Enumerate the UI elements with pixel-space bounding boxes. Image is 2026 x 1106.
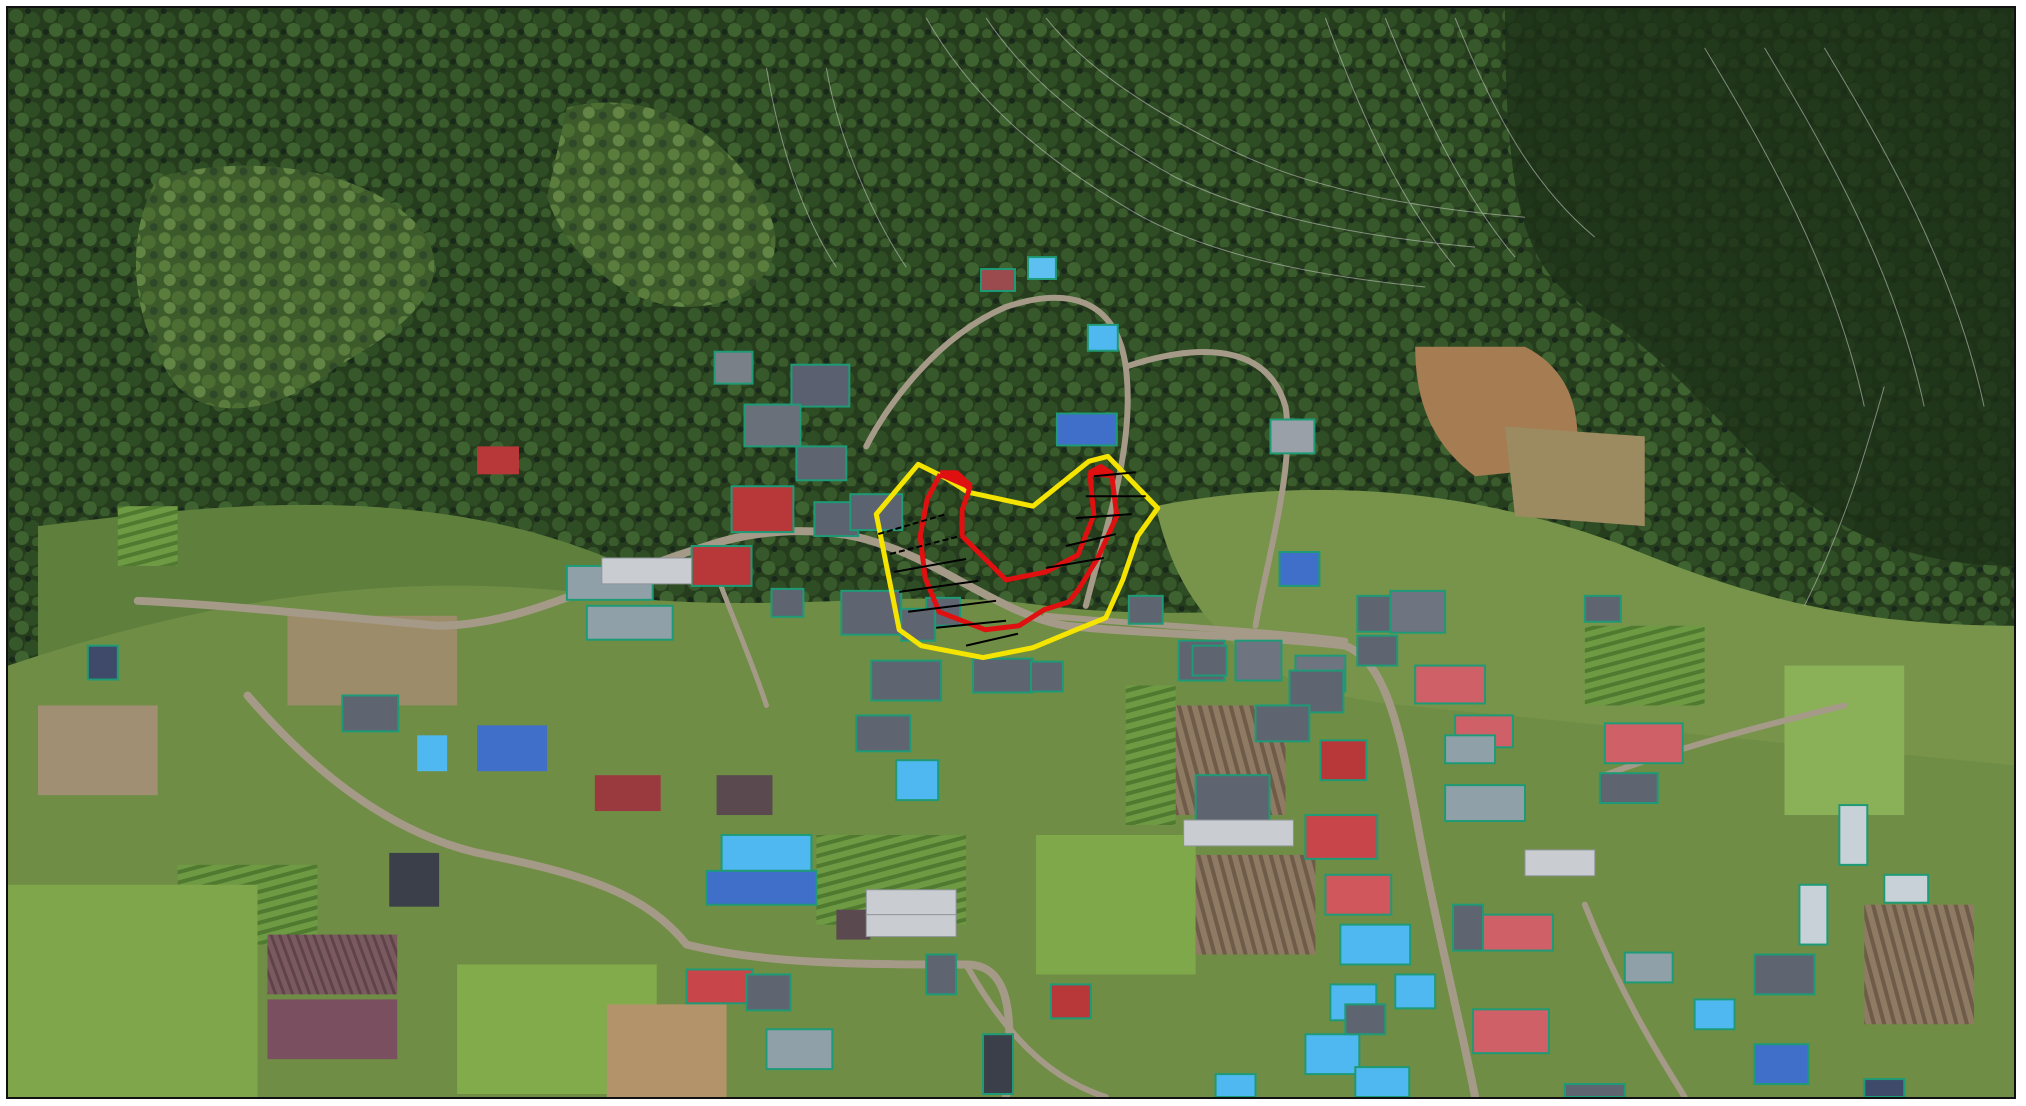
aerial-map[interactable] (8, 8, 2014, 1097)
roads (133, 294, 1848, 1097)
field-west-cross (37, 705, 158, 796)
outer-zone-boundary[interactable] (873, 453, 1161, 661)
field-west-plot (287, 615, 458, 706)
field-east-brown (1864, 904, 1975, 1025)
field-green-sw (8, 884, 258, 1097)
field-east-green (1784, 665, 1905, 816)
section-hatching (877, 471, 1146, 647)
field-rows-east (1584, 625, 1705, 706)
field-rows-green-2 (1125, 685, 1176, 825)
inner-zone-top-right (1087, 463, 1114, 479)
field-rows-brown-2 (1195, 854, 1316, 955)
forest-northeast (1505, 8, 2014, 566)
bare-field-east-2 (1505, 426, 1645, 527)
buildings (86, 256, 1930, 1097)
field-purple-1 (267, 934, 398, 995)
field-bare-s (606, 1004, 727, 1097)
field-west-rows (117, 506, 178, 566)
greenhouses (601, 557, 1596, 938)
field-green-center (1035, 834, 1196, 975)
field-purple-2 (267, 999, 398, 1060)
inner-zone-top-left (940, 470, 973, 491)
map-frame[interactable] (6, 6, 2016, 1099)
grassland-west (135, 165, 435, 409)
contour-lines (765, 17, 1985, 607)
grassland-center (546, 102, 776, 307)
